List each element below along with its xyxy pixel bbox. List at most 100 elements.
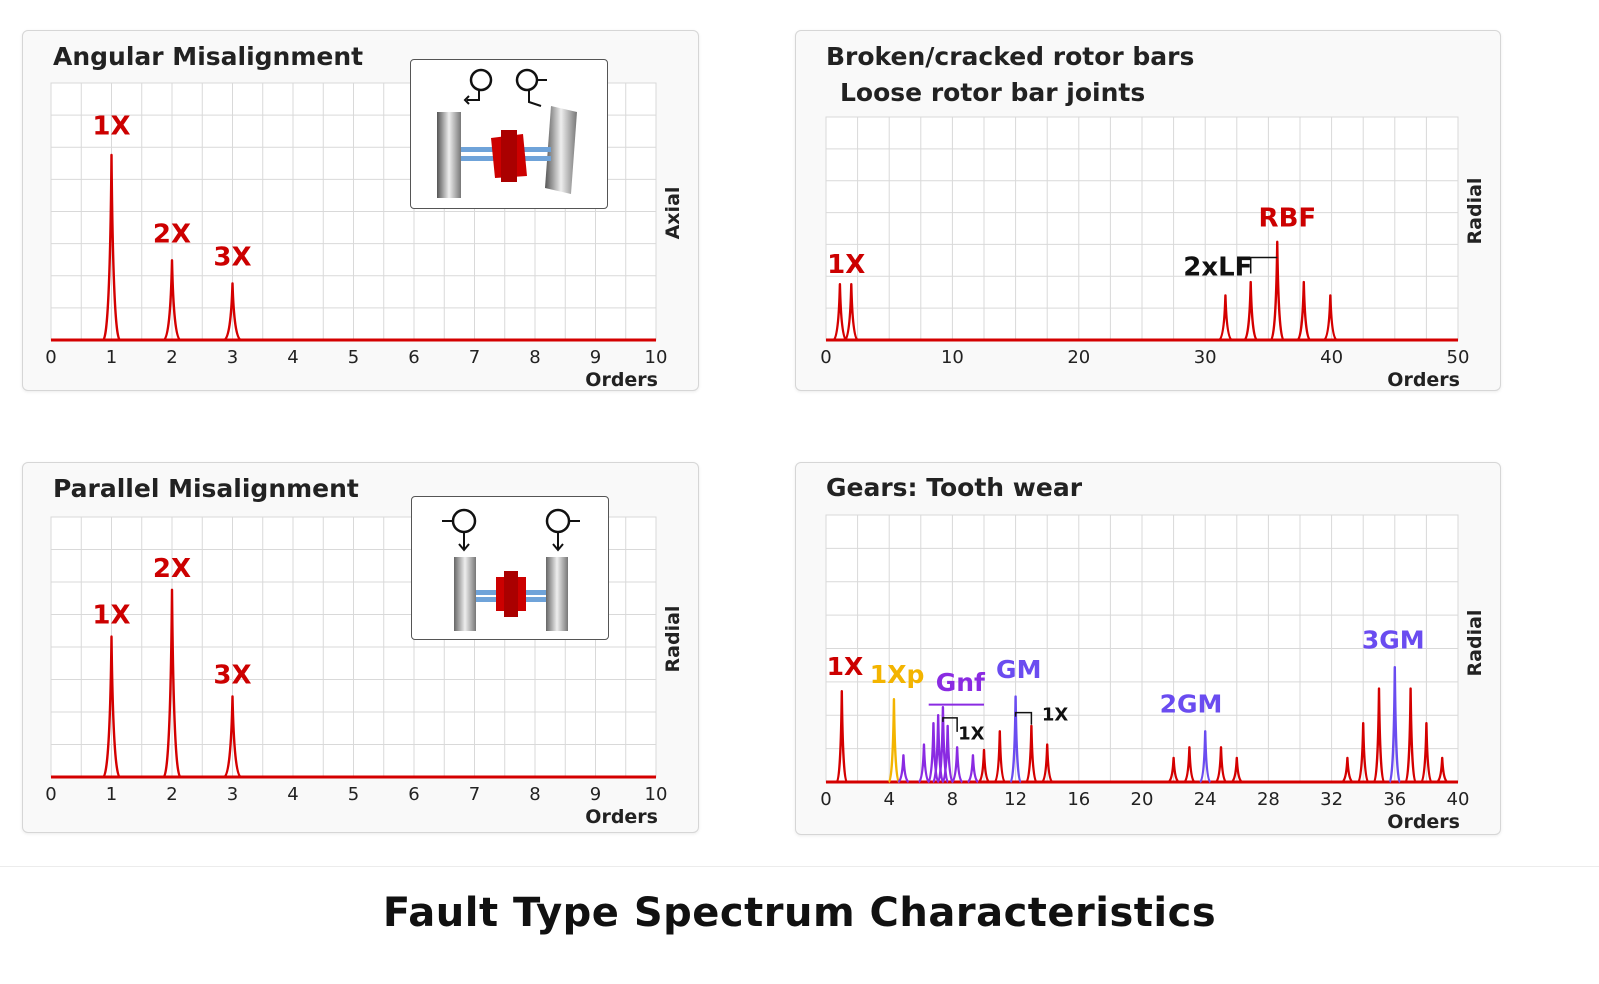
y-axis-label: Axial: [662, 187, 684, 240]
peak-label: 1X: [827, 652, 864, 681]
peak-label: 1X: [958, 723, 985, 744]
x-tick-label: 6: [408, 347, 419, 368]
chart-title: Gears: Tooth wear: [826, 473, 1083, 502]
x-tick-label: 3: [227, 784, 238, 805]
spectrum-peak: [835, 690, 849, 784]
x-tick-label: 4: [883, 789, 894, 810]
page-title: Fault Type Spectrum Characteristics: [382, 890, 1217, 936]
spectrum-peak: [993, 730, 1006, 784]
spectrum-peak: [1269, 240, 1285, 342]
x-axis-label: Orders: [1387, 811, 1460, 833]
x-tick-label: 40: [1447, 789, 1470, 810]
x-tick-label: 7: [469, 784, 480, 805]
grid: [826, 117, 1458, 340]
grid: [826, 515, 1458, 782]
spectrum-peak: [951, 746, 964, 784]
x-tick-label: 5: [348, 347, 359, 368]
x-tick-label: 9: [590, 784, 601, 805]
spectrum-peak: [1420, 722, 1433, 784]
x-tick-label: 10: [645, 347, 668, 368]
x-tick-label: 50: [1447, 347, 1470, 368]
x-tick-label: 12: [1004, 789, 1027, 810]
x-tick-label: 1: [106, 784, 117, 805]
x-tick-label: 9: [590, 347, 601, 368]
angular-misalignment-coupling-icon: [410, 59, 608, 209]
x-tick-label: 6: [408, 784, 419, 805]
spectrum-peak: [1388, 665, 1402, 784]
chart-title: Parallel Misalignment: [53, 474, 359, 503]
spacing-bracket: [942, 717, 958, 732]
peak-label: 3X: [213, 242, 251, 272]
peak-label: 2xLF: [1183, 252, 1252, 282]
x-tick-label: 20: [1131, 789, 1154, 810]
spectrum-peak: [162, 588, 182, 779]
spectrum-peak: [932, 714, 945, 784]
spectrum-peak: [966, 754, 979, 784]
x-tick-label: 2: [166, 347, 177, 368]
peak-label: 1X: [827, 250, 865, 280]
x-tick-label: 1: [106, 347, 117, 368]
x-tick-label: 10: [941, 347, 964, 368]
x-tick-label: 7: [469, 347, 480, 368]
x-tick-label: 4: [287, 347, 298, 368]
spectrum-peak: [1296, 280, 1312, 342]
spectrum-peak: [223, 282, 242, 342]
x-tick-label: 40: [1320, 347, 1343, 368]
spectrum-peak: [941, 724, 954, 784]
spectrum-peak: [1357, 722, 1370, 784]
peak-label: 3X: [213, 660, 251, 690]
grid: [51, 83, 656, 340]
peak-label: 2GM: [1160, 690, 1223, 719]
peak-label: 1Xp: [870, 660, 925, 689]
spectrum-peak: [927, 722, 940, 784]
x-tick-label: 10: [645, 784, 668, 805]
spectrum-peak: [1323, 294, 1338, 342]
peak-label: 2X: [153, 219, 191, 249]
spectrum-peak: [1436, 756, 1449, 784]
spectrum-peak: [223, 695, 242, 779]
chart-title: Angular Misalignment: [53, 42, 363, 71]
x-tick-label: 30: [1194, 347, 1217, 368]
footer-divider: [0, 866, 1599, 867]
peak-label: 3GM: [1362, 626, 1425, 655]
x-tick-label: 32: [1320, 789, 1343, 810]
spectrum-peak: [897, 754, 910, 784]
spectrum-peak: [1214, 746, 1228, 784]
y-axis-label: Radial: [1464, 178, 1486, 245]
x-tick-label: 0: [45, 347, 56, 368]
x-tick-label: 24: [1194, 789, 1217, 810]
spectrum-peak: [1025, 724, 1038, 784]
x-tick-label: 0: [45, 784, 56, 805]
spectrum-peak: [887, 698, 901, 784]
spacing-bracket: [1249, 256, 1278, 274]
x-tick-label: 28: [1257, 789, 1280, 810]
spectrum-peak: [1372, 687, 1386, 784]
spectrum-peak: [1009, 695, 1022, 784]
x-axis-label: Orders: [585, 806, 658, 828]
x-tick-label: 4: [287, 784, 298, 805]
peak-label: 2X: [153, 554, 191, 584]
peak-label: Gnf: [936, 668, 986, 697]
x-tick-label: 36: [1383, 789, 1406, 810]
x-tick-label: 8: [529, 784, 540, 805]
x-tick-label: 0: [820, 789, 831, 810]
peak-label: GM: [996, 655, 1041, 684]
y-axis-label: Radial: [662, 606, 684, 673]
spectrum-peak: [102, 635, 121, 779]
spectrum-peak: [1218, 294, 1233, 342]
peak-label: 1X: [92, 601, 130, 631]
spectrum-peak: [917, 743, 931, 784]
chart-subtitle: Loose rotor bar joints: [840, 78, 1145, 107]
x-tick-label: 8: [529, 347, 540, 368]
spectrum-peak: [1183, 746, 1196, 784]
spectrum-peak: [1199, 730, 1212, 784]
spectrum-peak: [977, 748, 991, 784]
spacing-bracket: [1014, 711, 1033, 725]
x-tick-label: 0: [820, 347, 831, 368]
spectrum-peak: [162, 259, 182, 342]
x-tick-label: 5: [348, 784, 359, 805]
